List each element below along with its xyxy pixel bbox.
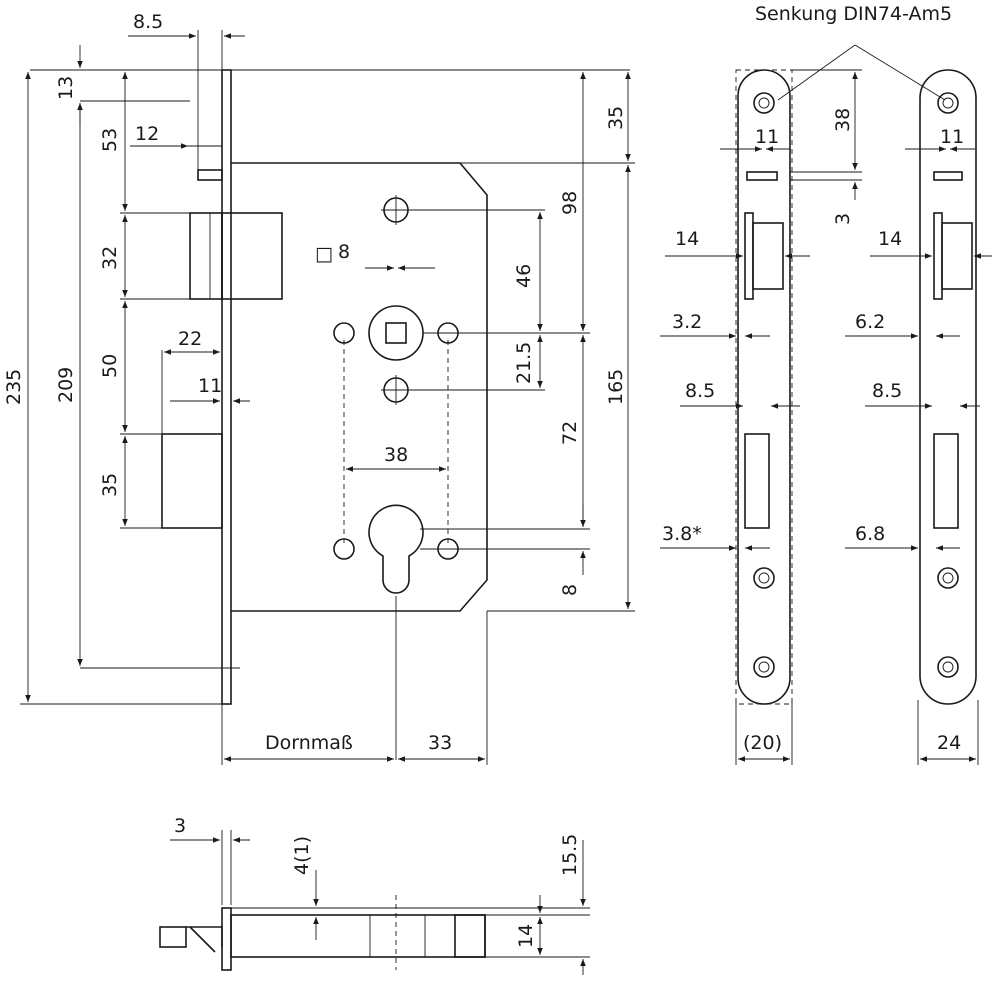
dim-label: 6.2 (855, 311, 885, 333)
dim-label: 14 (675, 228, 699, 250)
countersunk-hole-inner (758, 572, 770, 584)
latch-slot (744, 212, 754, 300)
countersunk-hole (753, 92, 775, 114)
dim-label: 165 (605, 369, 627, 405)
dim-label: Dornmaß (265, 732, 353, 754)
countersunk-hole-inner (942, 97, 954, 109)
leader-line (777, 44, 856, 101)
leader-line (854, 44, 946, 101)
end-block (454, 914, 486, 958)
dim-label: 11 (198, 375, 222, 397)
bolt-slot (933, 433, 959, 529)
dim-label: 15.5 (559, 834, 581, 876)
countersunk-hole (937, 567, 959, 589)
main-view: 8.5 13 53 12 32 50 22 11 35 235 209 35 9… (3, 11, 635, 765)
latch-side (186, 926, 223, 953)
dim-label: 8 (338, 241, 350, 263)
countersunk-hole-inner (942, 661, 954, 673)
follower-hub (368, 305, 424, 361)
dim-label: 4(1) (291, 836, 313, 875)
countersunk-hole (937, 656, 959, 678)
dim-label: 22 (178, 328, 202, 350)
dim-label: 14 (515, 924, 537, 948)
dim-label: 38 (832, 108, 854, 132)
dim-label: 14 (878, 228, 902, 250)
dim-label: 3 (174, 815, 186, 837)
latch-bolt (189, 212, 223, 300)
face-plate (221, 907, 232, 971)
dim-label: 3.8* (662, 523, 702, 545)
dim-label: 46 (513, 264, 535, 288)
countersunk-hole-inner (758, 661, 770, 673)
latch-bolt-body (221, 212, 283, 300)
dim-label: 32 (99, 246, 121, 270)
dim-label: 33 (428, 732, 452, 754)
latch-bolt (752, 222, 784, 290)
dim-label: 8.5 (685, 380, 715, 402)
dim-label: 3.2 (672, 311, 702, 333)
hub-section (369, 914, 426, 958)
dim-label: 8.5 (872, 380, 902, 402)
dim-label: 11 (755, 126, 779, 148)
lock-body (230, 914, 486, 958)
square-symbol: □ (315, 243, 333, 265)
cylinder-cutout (368, 504, 424, 594)
dim-label: 53 (99, 128, 121, 152)
countersunk-hole (937, 92, 959, 114)
hidden-outline (735, 69, 793, 705)
countersunk-hole (753, 567, 775, 589)
dim-label: 8.5 (133, 11, 163, 33)
front-view-right: 11 14 6.2 8.5 6.8 24 (845, 69, 992, 765)
face-plate (221, 69, 232, 705)
dim-label: 21.5 (513, 342, 535, 384)
dim-label: 12 (135, 123, 159, 145)
dim-label: 98 (559, 191, 581, 215)
dim-label: 38 (384, 444, 408, 466)
bolt-slot (744, 433, 770, 529)
dim-label: 50 (99, 354, 121, 378)
latch-bolt (941, 222, 973, 290)
face-plate (737, 69, 791, 705)
dim-label: 35 (99, 473, 121, 497)
dim-label: 209 (55, 367, 77, 403)
latch-slot (933, 212, 943, 300)
auxiliary-tongue (197, 169, 223, 181)
dim-label: 6.8 (855, 523, 885, 545)
dim-label: 72 (559, 421, 581, 445)
title-label: Senkung DIN74-Am5 (755, 3, 952, 25)
countersunk-hole-inner (942, 572, 954, 584)
front-view-left: 38 3 11 14 3.2 8.5 3.8* (20) (660, 69, 862, 765)
dim-label: 235 (3, 369, 25, 405)
countersunk-hole-inner (758, 97, 770, 109)
dim-label: 11 (940, 126, 964, 148)
dim-label: (20) (743, 732, 782, 754)
countersunk-hole (753, 656, 775, 678)
tongue-slot (746, 171, 778, 181)
dead-bolt (161, 433, 223, 529)
dim-label: 3 (832, 213, 854, 225)
dim-label: 8 (559, 584, 581, 596)
dim-label: 13 (55, 76, 77, 100)
bolt-end (159, 926, 187, 948)
square-spindle (385, 322, 407, 344)
dim-label: 35 (605, 106, 627, 130)
face-plate (919, 69, 977, 705)
side-view: 3 4(1) 15.5 14 (159, 815, 590, 975)
tongue-slot (933, 171, 963, 181)
lock-body (231, 162, 488, 612)
dim-label: 24 (937, 732, 961, 754)
